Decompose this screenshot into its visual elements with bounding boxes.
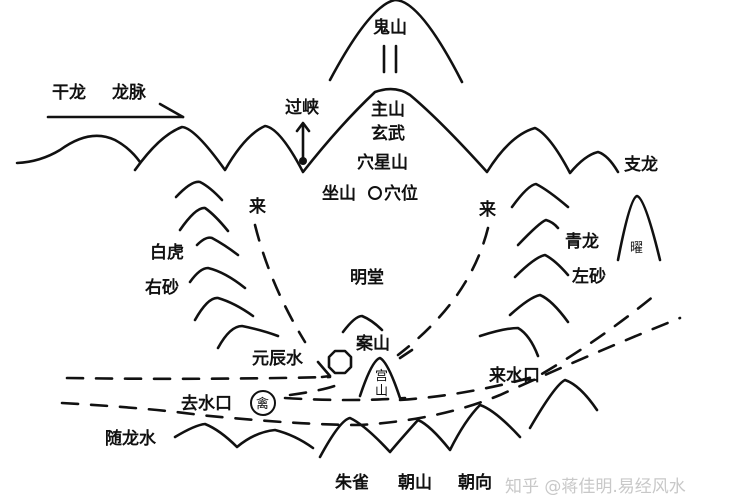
label-lai-left: 来 xyxy=(248,196,267,217)
watermark: 知乎 @蒋佳明.易经风水 xyxy=(505,477,686,497)
label-long-mai: 龙脉 xyxy=(111,82,147,103)
label-chao-xiang: 朝向 xyxy=(458,472,492,493)
label-yao: 曜 xyxy=(630,241,643,256)
main-ridge xyxy=(15,87,620,175)
label-zhu-shan: 主山 xyxy=(371,99,405,120)
label-gong-shan: 山 xyxy=(375,384,388,399)
label-ming-tang: 明堂 xyxy=(350,267,384,288)
gong-shan-peak xyxy=(358,356,402,400)
right-lai-flow xyxy=(396,226,490,357)
label-guo-xia: 过峡 xyxy=(285,97,320,118)
label-xuan-wu: 玄武 xyxy=(371,123,405,144)
label-bai-hu: 白虎 xyxy=(150,242,184,263)
label-xue-xing-shan: 穴星山 xyxy=(357,152,408,173)
yao-peak xyxy=(616,194,662,262)
water-line-upper xyxy=(65,293,657,402)
label-qin: 禽 xyxy=(256,396,269,412)
label-chao-shan: 朝山 xyxy=(398,472,432,493)
label-zhu-que: 朱雀 xyxy=(335,472,369,493)
label-qu-shui-kou: 去水口 xyxy=(181,393,232,414)
label-gui-shan: 鬼山 xyxy=(373,17,407,38)
label-lai-shui-kou: 来水口 xyxy=(488,365,540,386)
left-hills xyxy=(174,180,280,350)
qin-circle xyxy=(250,390,276,416)
label-zuo-shan: 坐山 xyxy=(322,184,356,204)
gui-shan-mountain xyxy=(328,0,464,84)
yuan-chen-octagon xyxy=(327,349,353,375)
label-sui-long-shui: 随龙水 xyxy=(105,428,157,449)
label-xue-wei: 穴位 xyxy=(384,183,418,204)
label-zuo-sha: 左砂 xyxy=(572,266,606,287)
label-zhi-long: 支龙 xyxy=(624,154,658,175)
an-shan-tail xyxy=(398,348,414,360)
label-you-sha: 右砂 xyxy=(145,277,179,298)
an-shan-hill xyxy=(341,314,384,334)
label-gan-long: 干龙 xyxy=(52,82,86,103)
water-line-middle xyxy=(283,378,407,402)
bottom-hills-center xyxy=(318,403,522,459)
bottom-hills-left xyxy=(173,422,315,450)
left-lai-flow xyxy=(253,223,307,344)
label-gong: 宫 xyxy=(375,369,388,384)
label-yuan-chen-shui: 元辰水 xyxy=(252,348,304,369)
bottom-hill-right xyxy=(528,378,599,430)
guo-xia-point xyxy=(299,157,307,165)
right-hills xyxy=(478,182,570,358)
guo-xia-arrow-head xyxy=(295,121,311,133)
label-qing-long: 青龙 xyxy=(565,231,599,252)
label-an-shan: 案山 xyxy=(355,333,390,354)
label-lai-right: 来 xyxy=(478,199,497,220)
dragon-arrow-head xyxy=(158,102,185,119)
xue-wei-circle xyxy=(368,186,382,200)
